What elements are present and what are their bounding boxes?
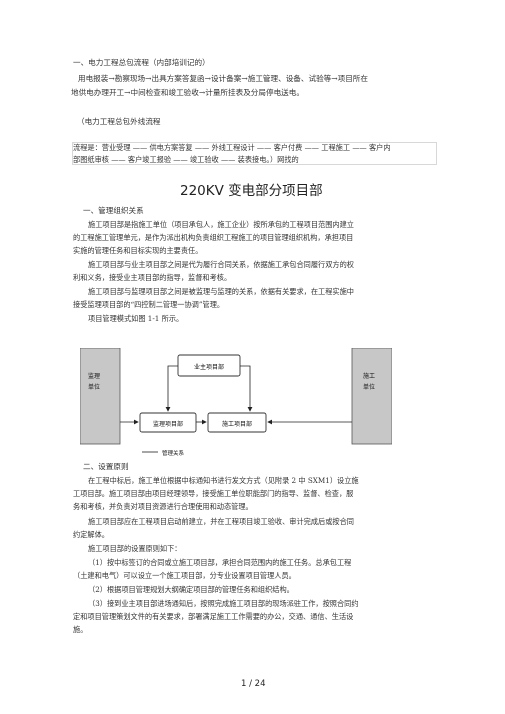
setup-p3: 施工项目部的设置原则如下： bbox=[88, 544, 182, 553]
mgmt-p1-line3: 实施的管理任务和目标实现的主要责任。 bbox=[73, 246, 203, 255]
section2-heading: （电力工程总包外线流程 bbox=[77, 117, 161, 126]
mgmt-p1-line1: 施工项目部是指施工单位（项目承包人，施工企业）按所承包的工程项目范围内建立 bbox=[88, 220, 354, 229]
setup-p1-line2: 工项目部。施工项目部由项目经理领导，接受施工单位职能部门的指导、监督、检查，服 bbox=[73, 489, 354, 498]
mgmt-p1-line2: 的工程施工管理单元，是作为派出机构负责组织工程施工的项目管理组织机构，承担项目 bbox=[73, 233, 354, 242]
section1-text-line2: 地供电办理开工→中间检查和竣工验收→计量所挂表及分局停电送电。 bbox=[71, 88, 304, 97]
setup-item3-line1: （3）接到业主项目部进场通知后，按照完成施工项目部的现场派驻工作，按照合同约 bbox=[88, 599, 359, 608]
owner-dept-box bbox=[177, 354, 241, 377]
owner-to-construction-line bbox=[240, 365, 253, 412]
page-number: 1 / 24 bbox=[241, 679, 266, 689]
mgmt-p2-line2: 利和义务，接受业主项目部的指导，监督和考核。 bbox=[73, 273, 232, 282]
construction-unit-box bbox=[351, 348, 392, 445]
setup-p1-line1: 在工程中标后，施工单位根据中标通知书进行发文方式（见附录 2 中 SXM1）设立… bbox=[88, 476, 359, 485]
setup-item1-line1: （1）按中标签订的合同或立施工项目部，承担合同范围内的施工任务。总承包工程 bbox=[88, 558, 352, 567]
setup-item1-line2: （土建和电气）可以设立一个施工项目部，分专业设置项目管理人员。 bbox=[73, 571, 296, 580]
setup-p2-line1: 施工项目部应在工程项目启动前建立，并在工程项目竣工验收、审计完成后或按合同 bbox=[88, 517, 354, 526]
flow-line1: 流程是：营业受理 —— 供电方案答复 —— 外线工程设计 —— 客户付费 —— … bbox=[73, 143, 391, 152]
supervision-unit-label-2: 单位 bbox=[88, 383, 100, 391]
supervision-unit-box bbox=[80, 348, 121, 445]
mgmt-p4: 项目管理模式如图 1-1 所示。 bbox=[88, 314, 184, 323]
section1-text-line1: 用电报装→勘察现场→出具方案答复函→设计备案→施工管理、设备、试验等→项目所在 bbox=[78, 74, 368, 83]
flow-line2: 部图纸审核 —— 客户竣工报验 —— 竣工验收 —— 装表接电。）网找的 bbox=[73, 155, 299, 164]
setup-p2-line2: 约定解体。 bbox=[73, 530, 109, 539]
setup-heading: 二、设置原则 bbox=[83, 462, 129, 471]
owner-to-supervision-line bbox=[165, 365, 178, 412]
setup-item3-line2: 定和项目管理策划文件的有关要求，部署满足施工工作需要的办公，交通、通信、生活设 bbox=[73, 612, 354, 621]
mgmt-p2-line1: 施工项目部与业主项目部之间是代为履行合同关系，依据施工承包合同履行双方的权 bbox=[88, 260, 354, 269]
setup-item2: （2）根据项目管理规划大纲确定项目部的管理任务和组织结构。 bbox=[88, 585, 294, 594]
supervision-dept-label: 监理项目部 bbox=[153, 420, 183, 428]
mgmt-heading: 一、管理组织关系 bbox=[83, 206, 144, 215]
supervision-dept-box bbox=[139, 412, 197, 433]
construction-unit-label-1: 施工 bbox=[363, 372, 375, 380]
mgmt-p3-line2: 接受监理项目部的“四控制二管理一协调”管理。 bbox=[73, 300, 225, 309]
setup-item3-line3: 施。 bbox=[73, 625, 88, 634]
construction-dept-label: 施工项目部 bbox=[222, 420, 252, 428]
org-chart: 监理 单位 施工 单位 业主项目部 监理项目部 施工项目部 管理关系 bbox=[80, 348, 392, 458]
section1-heading: 一、电力工程总包流程（内部培训记的） bbox=[73, 58, 210, 67]
page-title: 220KV 变电部分项目部 bbox=[180, 183, 323, 199]
owner-dept-label: 业主项目部 bbox=[194, 363, 224, 371]
flow-box bbox=[72, 142, 437, 165]
supervision-unit-label-1: 监理 bbox=[88, 372, 100, 380]
construction-unit-label-2: 单位 bbox=[363, 383, 375, 391]
mgmt-p3-line1: 施工项目部与监理项目部之间是被监理与监理的关系，依据有关要求，在工程实施中 bbox=[88, 287, 354, 296]
legend-label: 管理关系 bbox=[162, 449, 185, 457]
setup-p1-line3: 务和考核，并负责对项目资源进行合理使用和动态管理。 bbox=[73, 502, 253, 511]
construction-dept-box bbox=[207, 412, 267, 433]
